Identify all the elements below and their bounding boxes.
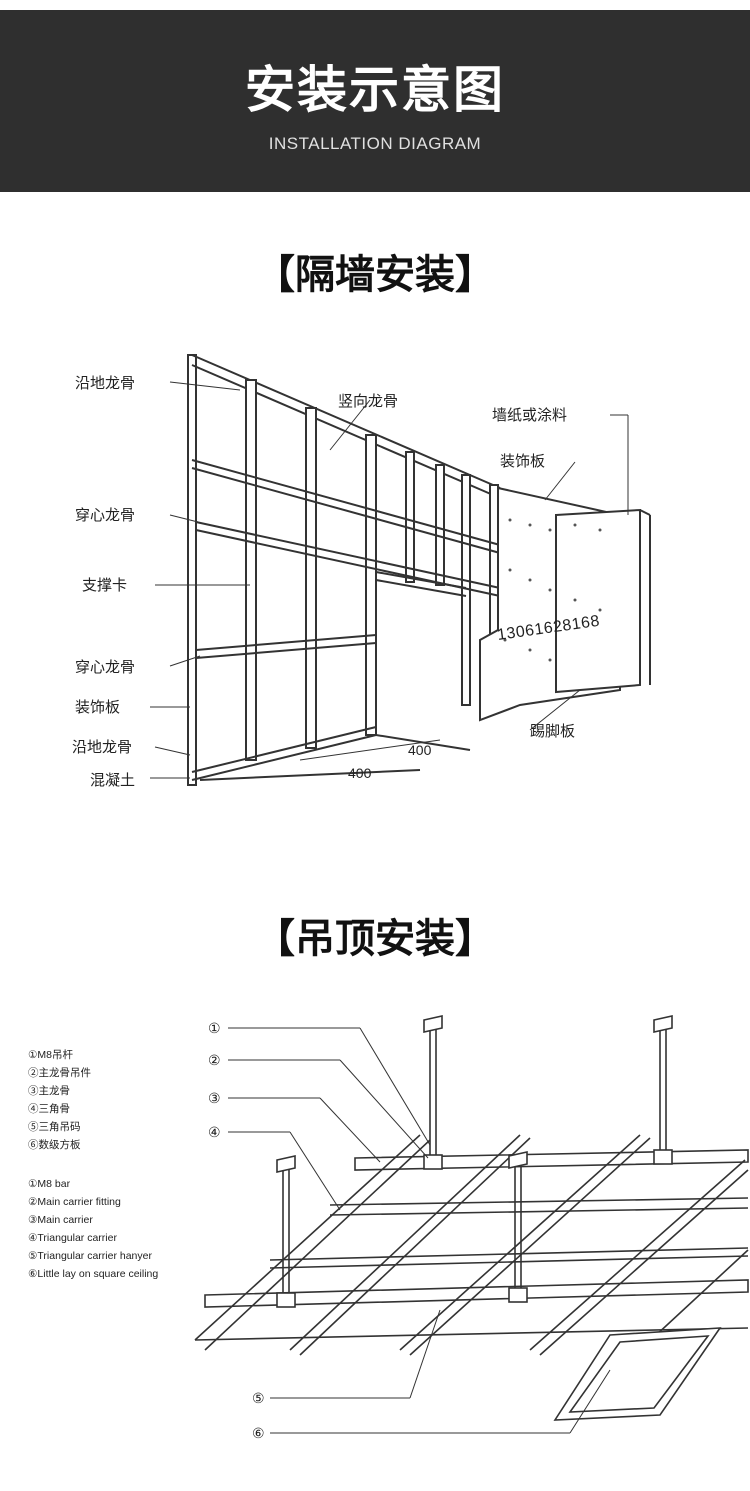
- legend-cn-1: ①M8吊杆: [28, 1048, 73, 1061]
- ceiling-diagram: ①M8吊杆 ②主龙骨吊件 ③主龙骨 ④三角骨 ⑤三角吊码 ⑥数级方板 ①M8 b…: [28, 1015, 749, 1441]
- legend-en-6: ⑥Little lay on square ceiling: [28, 1268, 158, 1280]
- label-dim-2: 400: [348, 765, 372, 781]
- callout-2: ②: [208, 1052, 221, 1068]
- callout-5: ⑤: [252, 1390, 265, 1406]
- label-dim-1: 400: [408, 742, 432, 758]
- label-through-channel-1: 穿心龙骨: [75, 506, 135, 524]
- partition-title: 【隔墙安装】: [255, 252, 495, 298]
- label-wallpaper: 墙纸或涂料: [492, 406, 567, 424]
- legend-en-1: ①M8 bar: [28, 1178, 71, 1190]
- header-banner: 安装示意图 INSTALLATION DIAGRAM: [0, 10, 750, 192]
- callout-4: ④: [208, 1124, 221, 1140]
- label-support-clip: 支撑卡: [82, 576, 127, 594]
- legend-cn: ①M8吊杆 ②主龙骨吊件 ③主龙骨 ④三角骨 ⑤三角吊码 ⑥数级方板: [28, 1048, 91, 1151]
- legend-en-5: ⑤Triangular carrier hanyer: [28, 1250, 152, 1262]
- label-floor-track-bottom: 沿地龙骨: [72, 738, 132, 756]
- legend-cn-6: ⑥数级方板: [28, 1138, 81, 1151]
- header-title: 安装示意图: [245, 61, 505, 119]
- legend-en-3: ③Main carrier: [28, 1214, 93, 1226]
- partition-diagram: 沿地龙骨 竖向龙骨 墙纸或涂料 装饰板 穿心龙骨 支撑卡 穿心龙骨 装饰板 沿地…: [72, 354, 651, 789]
- legend-cn-5: ⑤三角吊码: [28, 1121, 81, 1133]
- callout-6: ⑥: [252, 1425, 265, 1441]
- legend-en: ①M8 bar ②Main carrier fitting ③Main carr…: [28, 1178, 158, 1280]
- label-decor-board-right: 装饰板: [500, 452, 545, 470]
- legend-en-2: ②Main carrier fitting: [28, 1196, 121, 1208]
- label-floor-track-top: 沿地龙骨: [75, 374, 135, 392]
- legend-en-4: ④Triangular carrier: [28, 1232, 117, 1244]
- label-skirting: 踢脚板: [530, 722, 575, 740]
- ceiling-title: 【吊顶安装】: [255, 916, 495, 962]
- callout-3: ③: [208, 1090, 221, 1106]
- callout-1: ①: [208, 1020, 221, 1036]
- label-vertical-stud: 竖向龙骨: [338, 392, 398, 410]
- callouts: ① ② ③ ④ ⑤ ⑥: [208, 1020, 265, 1441]
- legend-cn-4: ④三角骨: [28, 1103, 70, 1115]
- label-concrete: 混凝土: [90, 771, 135, 789]
- legend-cn-3: ③主龙骨: [28, 1084, 70, 1097]
- label-decor-board-left: 装饰板: [75, 698, 120, 716]
- header-subtitle: INSTALLATION DIAGRAM: [268, 134, 482, 153]
- legend-cn-2: ②主龙骨吊件: [28, 1066, 91, 1079]
- label-through-channel-2: 穿心龙骨: [75, 658, 135, 676]
